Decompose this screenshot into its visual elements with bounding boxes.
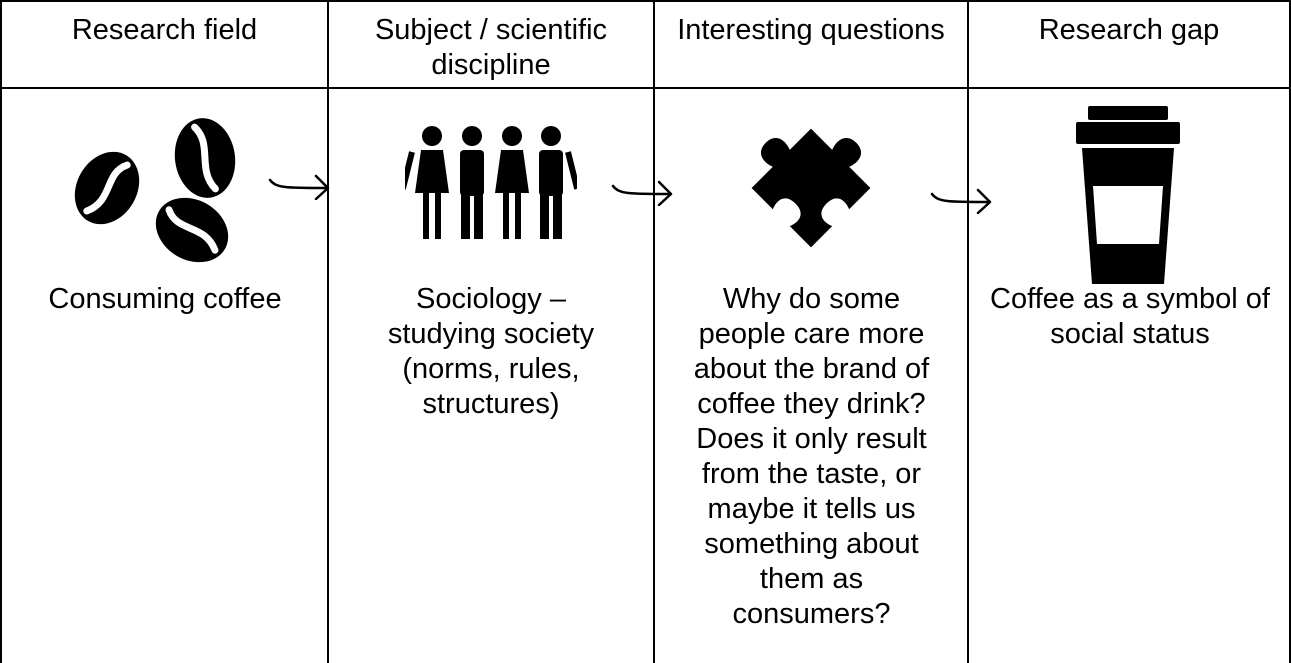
header-research-gap: Research gap [1038,14,1220,46]
column-divider-1 [327,0,329,663]
header-subject-discipline: Subject / scientific discipline [374,14,608,81]
header-divider [0,87,1291,89]
people-group-icon [405,126,577,239]
header-research-field: Research field [71,14,258,46]
text-interesting-questions: Why do some people care more about the b… [693,283,930,630]
arrow-2 [611,180,673,206]
text-consuming-coffee: Consuming coffee [48,283,282,315]
coffee-cup-icon [1076,106,1180,284]
puzzle-piece-icon [751,128,871,248]
arrow-3 [930,188,992,214]
border-left [0,0,2,663]
column-divider-2 [653,0,655,663]
border-right [1289,0,1291,663]
text-research-gap: Coffee as a symbol of social status [990,283,1270,350]
border-top [0,0,1291,2]
coffee-beans-icon [74,118,236,263]
column-divider-3 [967,0,969,663]
header-interesting-questions: Interesting questions [677,14,945,46]
arrow-1 [268,174,330,200]
text-sociology: Sociology – studying society (norms, rul… [387,283,595,420]
